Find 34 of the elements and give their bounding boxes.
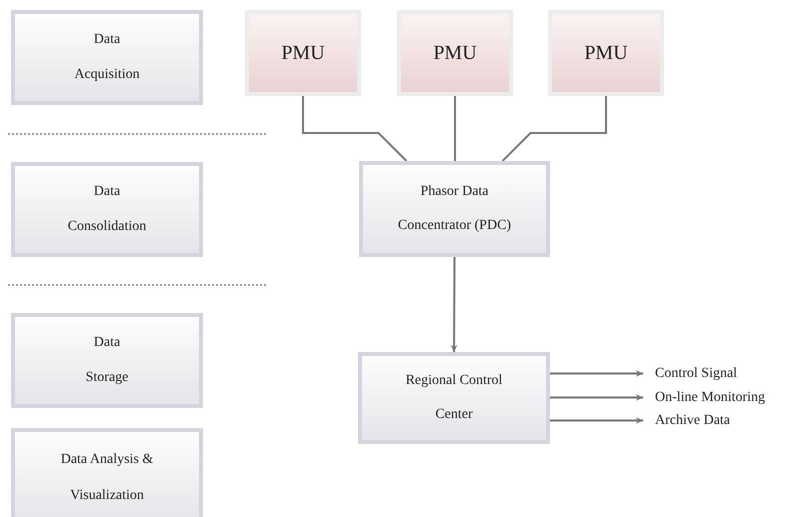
arrow	[450, 257, 458, 353]
process-box	[359, 161, 550, 257]
stage-box	[11, 313, 203, 408]
box-text: Regional Control	[406, 373, 502, 390]
box-text: Acquisition	[74, 66, 140, 83]
process-box	[245, 10, 361, 96]
box-text: Center	[435, 406, 473, 423]
box-text: PMU	[281, 42, 325, 64]
box-text: Data Analysis &	[60, 452, 154, 468]
box-text: Storage	[86, 370, 128, 386]
process-box	[358, 352, 550, 444]
connector-line	[302, 96, 408, 162]
box-text: Data	[94, 184, 120, 200]
box-text: Visualization	[70, 488, 144, 504]
output-label: Archive Data	[655, 412, 730, 429]
box-text: Data	[94, 335, 120, 352]
box-text: PMU	[584, 42, 628, 64]
connector-line	[502, 96, 607, 162]
process-box	[548, 10, 664, 96]
box-text: Concentrator (PDC)	[398, 218, 512, 234]
stage-box	[11, 10, 203, 105]
box-text: PMU	[433, 42, 477, 64]
box-text: Phasor Data	[420, 184, 489, 200]
box-text: Data	[94, 32, 120, 48]
arrow	[550, 370, 644, 377]
box-text: Consolidation	[68, 218, 146, 235]
arrow	[550, 394, 644, 401]
arrow	[550, 417, 644, 424]
output-label: Control Signal	[655, 365, 738, 382]
connector-line	[454, 96, 456, 161]
stage-box	[11, 428, 203, 517]
output-label: On-line Monitoring	[655, 389, 766, 406]
process-box	[397, 10, 513, 96]
stage-box	[11, 162, 203, 257]
